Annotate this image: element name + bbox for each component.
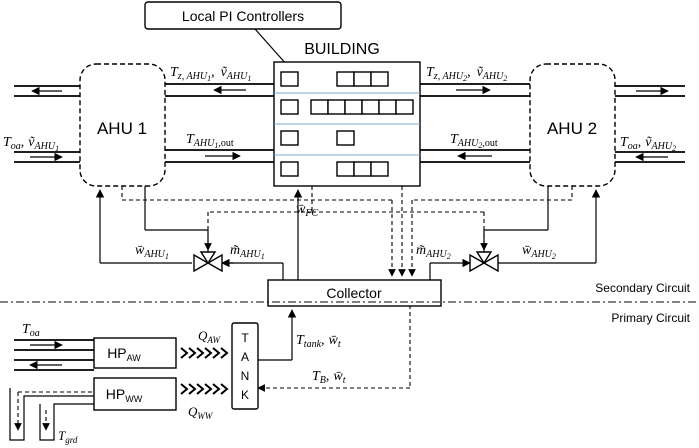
- label-t-b: TB,w̄t: [312, 369, 346, 386]
- svg-text:QAW: QAW: [198, 328, 222, 345]
- building-label: BUILDING: [304, 41, 380, 58]
- ground-borehole: Tgrd: [9, 388, 94, 445]
- air-ducts-ahu1-building: [165, 83, 274, 163]
- svg-text:w̄FC: w̄FC: [296, 202, 318, 219]
- label-w-ahu1: w̄AHU1: [135, 243, 169, 261]
- heat-pump-ww: HPWW: [93, 377, 177, 411]
- label-toa-left: Toa,ṽAHU1: [3, 135, 59, 153]
- tank-letter-t: T: [241, 331, 249, 345]
- label-toa-right: Toa,ṽAHU2: [620, 135, 676, 153]
- building-block: BUILDING: [273, 41, 421, 187]
- tank-letter-n: N: [241, 369, 250, 383]
- heat-pump-aw: HPAW: [93, 337, 177, 369]
- heat-flow-aw: QAW: [180, 328, 229, 359]
- svg-text:m̃AHU1: m̃AHU1: [230, 243, 265, 261]
- label-tz-ahu1: Tz, AHU1,ṽAHU1: [170, 65, 251, 83]
- svg-text:w̄AHU1: w̄AHU1: [135, 243, 169, 261]
- outdoor-air-ducts-hp: [14, 339, 94, 371]
- tank-letter-k: K: [241, 388, 249, 402]
- valve-ahu2: [469, 251, 499, 273]
- ahu-1-label: AHU 1: [97, 119, 147, 138]
- svg-text:m̃AHU2: m̃AHU2: [416, 243, 451, 261]
- label-w-ahu2: w̄AHU2: [522, 243, 556, 261]
- svg-text:HPAW: HPAW: [107, 345, 141, 363]
- svg-text:Toa,ṽAHU1: Toa,ṽAHU1: [3, 135, 59, 153]
- heat-flow-ww: QWW: [180, 383, 229, 421]
- ahu-2-unit: AHU 2: [529, 63, 616, 187]
- valve-ahu1: [193, 251, 223, 273]
- label-tz-ahu2: Tz, AHU2,ṽAHU2: [426, 65, 507, 83]
- svg-text:TB,w̄t: TB,w̄t: [312, 369, 346, 386]
- callout-label: Local PI Controllers: [182, 8, 304, 24]
- svg-text:Tz, AHU1,ṽAHU1: Tz, AHU1,ṽAHU1: [170, 65, 251, 83]
- air-ducts-building-ahu2: [420, 83, 530, 163]
- svg-text:Toa: Toa: [22, 322, 40, 339]
- collector-label: Collector: [326, 285, 382, 301]
- outside-air-ducts-right: [615, 85, 685, 163]
- svg-text:w̄AHU2: w̄AHU2: [522, 243, 556, 261]
- svg-text:TAHU2,out: TAHU2,out: [450, 132, 498, 150]
- label-m-ahu2: m̃AHU2: [416, 243, 451, 261]
- svg-text:Ttank,w̄t: Ttank,w̄t: [296, 333, 341, 350]
- label-m-ahu1: m̃AHU1: [230, 243, 265, 261]
- svg-text:Toa,ṽAHU2: Toa,ṽAHU2: [620, 135, 676, 153]
- label-tahu1-out: TAHU1,out: [186, 132, 234, 150]
- label-tahu2-out: TAHU2,out: [450, 132, 498, 150]
- ahu-1-unit: AHU 1: [79, 63, 166, 187]
- tank-letter-a: A: [241, 350, 249, 364]
- svg-text:TAHU1,out: TAHU1,out: [186, 132, 234, 150]
- label-toa-primary: Toa: [22, 322, 40, 339]
- tank: T A N K: [231, 322, 259, 410]
- svg-text:Tz, AHU2,ṽAHU2: Tz, AHU2,ṽAHU2: [426, 65, 507, 83]
- svg-text:QWW: QWW: [188, 404, 214, 421]
- svg-text:Tgrd: Tgrd: [58, 428, 78, 445]
- label-t-tank: Ttank,w̄t: [296, 333, 341, 350]
- svg-text:HPWW: HPWW: [106, 386, 143, 404]
- label-w-fc: w̄FC: [296, 202, 318, 219]
- secondary-circuit-label: Secondary Circuit: [595, 281, 690, 295]
- primary-circuit-label: Primary Circuit: [611, 311, 690, 325]
- ahu-2-label: AHU 2: [547, 119, 597, 138]
- outside-air-ducts-left: [14, 85, 80, 163]
- water-pipes-secondary: [95, 186, 601, 280]
